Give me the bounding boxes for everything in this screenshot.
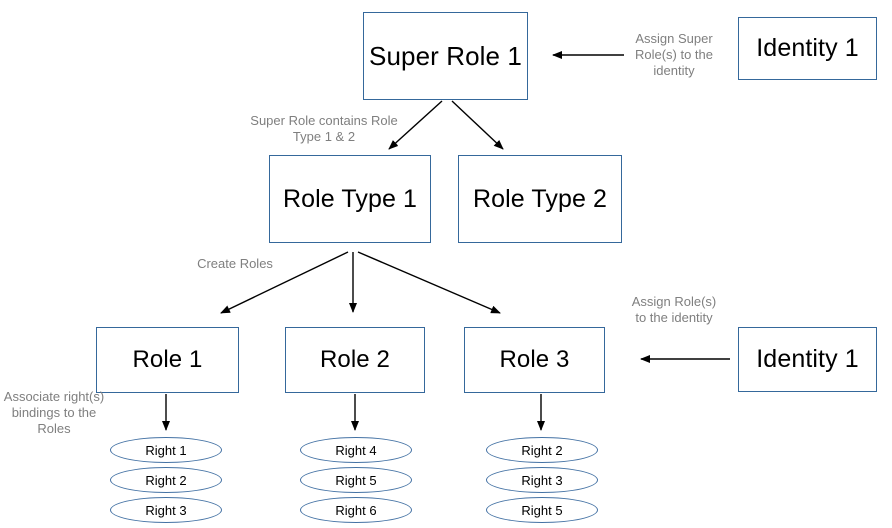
node-super-role-1-label: Super Role 1 xyxy=(369,40,522,71)
node-role-1-label: Role 1 xyxy=(132,346,203,373)
node-identity-1-top-label: Identity 1 xyxy=(756,34,859,62)
annotation-super-role-contains: Super Role contains Role Type 1 & 2 xyxy=(250,113,398,144)
annotation-associate-rights: Associate right(s) bindings to the Roles xyxy=(3,389,105,436)
annotation-assign-super-role: Assign Super Role(s) to the identity xyxy=(634,31,714,78)
right-ellipse-label: Right 2 xyxy=(521,442,563,458)
right-ellipse-label: Right 2 xyxy=(145,472,187,488)
right-ellipse-label: Right 6 xyxy=(335,502,377,518)
edge-role-type-1-to-role-3 xyxy=(357,251,501,314)
right-ellipse[interactable]: Right 1 xyxy=(110,437,222,463)
annotation-create-roles: Create Roles xyxy=(197,256,273,271)
right-ellipse[interactable]: Right 2 xyxy=(110,467,222,493)
node-role-2[interactable]: Role 2 xyxy=(285,327,425,393)
node-role-1[interactable]: Role 1 xyxy=(96,327,239,393)
edge-super-role-to-role-type-2 xyxy=(451,100,504,150)
right-ellipse[interactable]: Right 5 xyxy=(300,467,412,493)
right-ellipse-label: Right 3 xyxy=(145,502,187,518)
right-ellipse-label: Right 4 xyxy=(335,442,377,458)
right-ellipse-label: Right 5 xyxy=(521,502,563,518)
right-ellipse[interactable]: Right 2 xyxy=(486,437,598,463)
right-ellipse-label: Right 3 xyxy=(521,472,563,488)
node-identity-1-bottom[interactable]: Identity 1 xyxy=(738,327,877,392)
right-ellipse[interactable]: Right 6 xyxy=(300,497,412,523)
annotation-assign-roles: Assign Role(s) to the identity xyxy=(631,294,717,325)
node-role-type-1-label: Role Type 1 xyxy=(282,184,418,213)
node-role-3[interactable]: Role 3 xyxy=(464,327,605,393)
right-ellipse[interactable]: Right 5 xyxy=(486,497,598,523)
node-role-3-label: Role 3 xyxy=(499,346,570,373)
right-ellipse-label: Right 1 xyxy=(145,442,187,458)
node-super-role-1[interactable]: Super Role 1 xyxy=(363,12,528,100)
node-role-type-2-label: Role Type 2 xyxy=(472,184,608,213)
right-ellipse[interactable]: Right 3 xyxy=(110,497,222,523)
right-ellipse-label: Right 5 xyxy=(335,472,377,488)
node-role-type-2[interactable]: Role Type 2 xyxy=(458,155,622,243)
node-role-2-label: Role 2 xyxy=(320,346,390,373)
right-ellipse[interactable]: Right 3 xyxy=(486,467,598,493)
node-role-type-1[interactable]: Role Type 1 xyxy=(269,155,431,243)
node-identity-1-bottom-label: Identity 1 xyxy=(756,345,859,373)
node-identity-1-top[interactable]: Identity 1 xyxy=(738,17,877,80)
right-ellipse[interactable]: Right 4 xyxy=(300,437,412,463)
